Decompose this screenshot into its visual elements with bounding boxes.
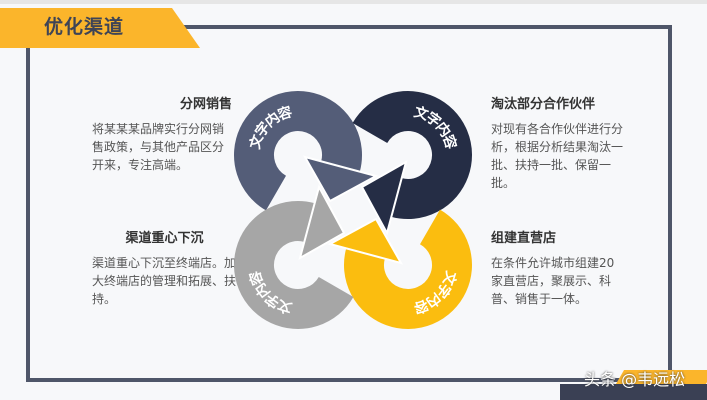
ring-arc <box>234 201 354 329</box>
block-heading: 组建直营店 <box>491 231 557 246</box>
corner-stripe <box>560 384 707 400</box>
block-body: 对现有各合作伙伴进行分析，根据分析结果淘汰一批、扶持一批、保留一批。 <box>491 122 624 190</box>
block-distribution-sales: 分网销售 将某某某品牌实行分网销售政策，与其他产品区分开来，专注高端。 <box>92 96 232 174</box>
block-body: 渠道重心下沉至终端店。加大终端店的管理和拓展、扶持。 <box>92 256 237 306</box>
block-heading: 淘汰部分合作伙伴 <box>491 97 596 112</box>
arrowhead <box>360 159 408 236</box>
block-channel-sinking: 渠道重心下沉 渠道重心下沉至终端店。加大终端店的管理和拓展、扶持。 <box>92 230 237 308</box>
title-banner <box>0 8 200 48</box>
content-frame <box>26 25 672 382</box>
watermark: 头条 @韦远松 <box>584 370 686 389</box>
ring-arc <box>234 91 362 211</box>
block-body: 将某某某品牌实行分网销售政策，与其他产品区分开来，专注高端。 <box>92 122 225 172</box>
ring-arc <box>344 209 472 329</box>
block-heading: 分网销售 <box>179 97 232 112</box>
block-direct-stores: 组建直营店 在条件允许城市组建20家直营店，聚展示、科普、销售于一体。 <box>491 230 623 308</box>
ring-arc <box>352 91 472 219</box>
arrow-ring-top-right: 文字内容 <box>352 91 472 236</box>
block-eliminate-partners: 淘汰部分合作伙伴 对现有各合作伙伴进行分析，根据分析结果淘汰一批、扶持一批、保留… <box>491 96 623 192</box>
block-body: 在条件允许城市组建20家直营店，聚展示、科普、销售于一体。 <box>491 256 615 306</box>
page-title: 优化渠道 <box>44 16 125 38</box>
arrowhead <box>302 155 379 203</box>
arrow-ring-bottom-right: 文字内容 <box>327 209 472 329</box>
arrowhead <box>327 217 404 265</box>
block-heading: 渠道重心下沉 <box>125 231 204 246</box>
top-bar <box>0 0 707 4</box>
arrowhead <box>298 184 346 261</box>
